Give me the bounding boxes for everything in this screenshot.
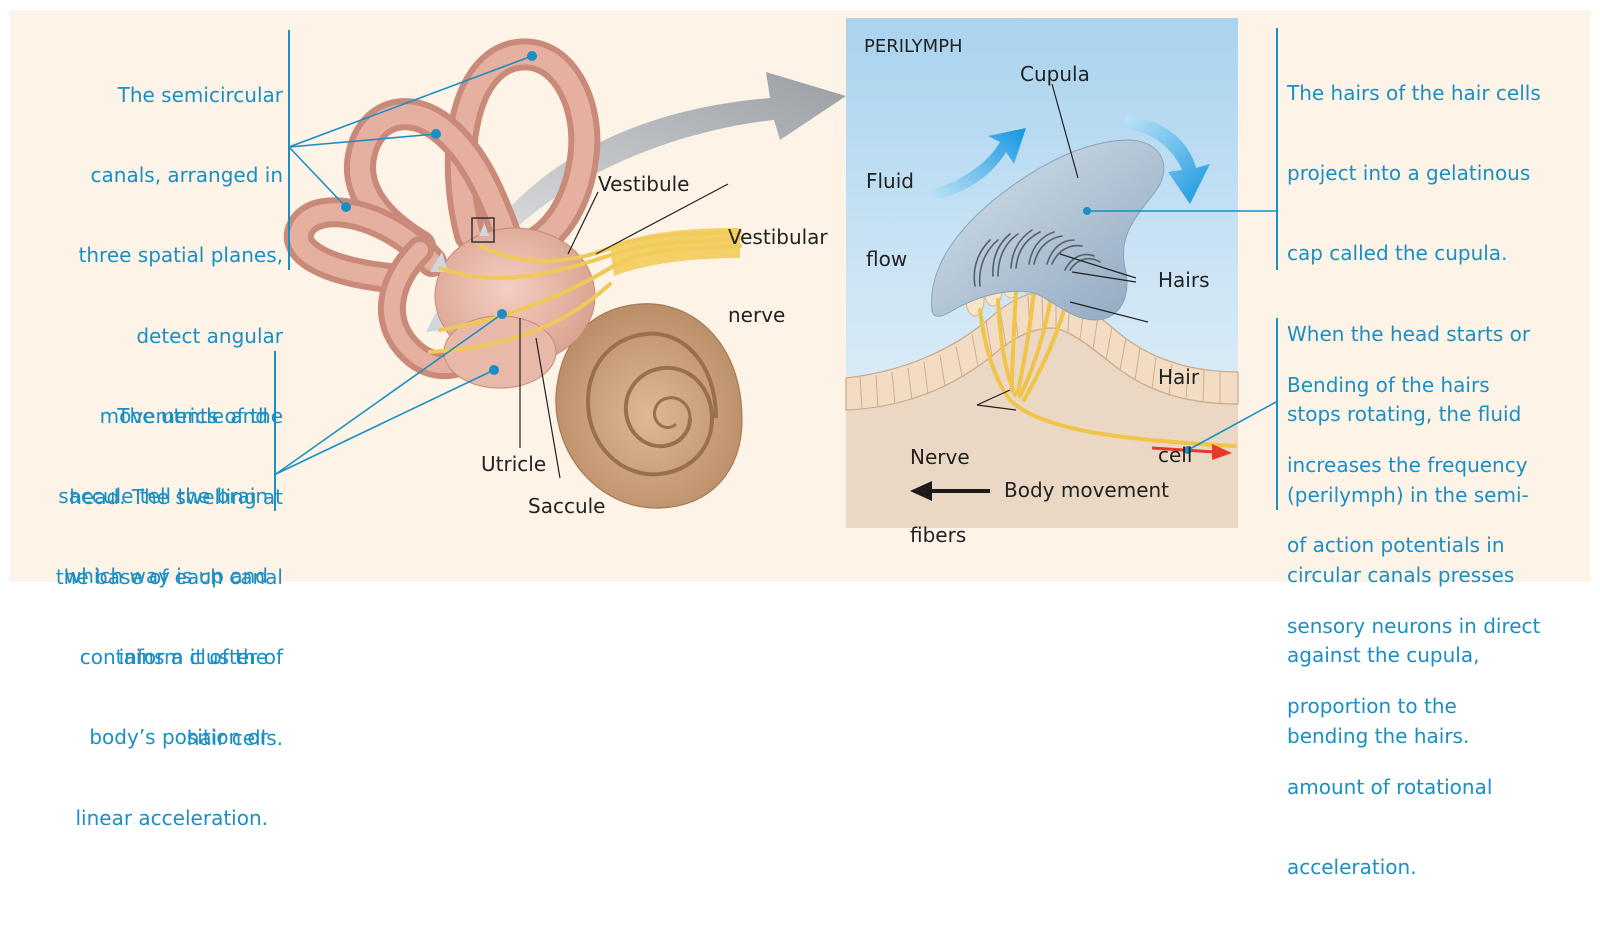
callout-bracket xyxy=(274,351,276,511)
callout-line: three spatial planes, xyxy=(78,243,283,268)
nerve-fibers-label-line: Nerve xyxy=(910,445,970,469)
callout-line: proportion to the xyxy=(1287,694,1457,719)
bending-hairs-callout: Bending of the hairs increases the frequ… xyxy=(1287,318,1577,934)
callout-line: inform it of the xyxy=(118,644,268,669)
utricle-label: Utricle xyxy=(481,452,547,476)
zoom-arrow xyxy=(500,72,846,228)
cochlea xyxy=(555,303,743,509)
fluid-flow-arrow-up xyxy=(932,128,1026,200)
utricle-saccule-callout: The utricle and saccule tell the brain w… xyxy=(30,349,268,885)
callout-line: sensory neurons in direct xyxy=(1287,613,1541,638)
fluid-flow-arrow-down xyxy=(1125,116,1210,204)
callout-line: the base of each canal xyxy=(55,564,283,589)
hair-cell-label-line: Hair xyxy=(1158,365,1200,389)
callout-line: circular canals presses xyxy=(1287,562,1515,587)
callout-line: The utricle and xyxy=(117,403,268,428)
body-movement-label: Body movement xyxy=(1004,478,1170,502)
callout-line: cap called the cupula. xyxy=(1287,241,1508,266)
callout-line: of action potentials in xyxy=(1287,533,1505,558)
hair-cell-label: Hair cell xyxy=(1158,312,1199,520)
callout-line: acceleration. xyxy=(1287,854,1417,879)
saccule-label: Saccule xyxy=(528,494,606,518)
perilymph-panel xyxy=(845,18,1239,528)
callout-line: canals, arranged in xyxy=(90,162,283,187)
vestibular-nerve-label: Vestibular nerve xyxy=(728,172,828,380)
vestibular-nerve-label-line: nerve xyxy=(728,303,786,327)
nerve-fibers-label: Nerve fibers xyxy=(910,392,970,600)
nerve-fibers-label-line: fibers xyxy=(910,523,967,547)
callout-bracket xyxy=(288,30,290,270)
vestibule-label: Vestibule xyxy=(598,172,690,196)
callout-line: which way is up and xyxy=(64,564,268,589)
callout-line: The semicircular xyxy=(117,82,283,107)
callout-line: linear acceleration. xyxy=(75,805,269,830)
inner-ear-illustration xyxy=(275,38,743,509)
callout-line: saccule tell the brain xyxy=(58,483,268,508)
hairs-label: Hairs xyxy=(1158,268,1210,292)
action-potential-arrow xyxy=(1151,446,1216,454)
hair-cell-label-line: cell xyxy=(1158,443,1193,467)
fluid-flow-label-line: flow xyxy=(866,247,908,271)
callout-line: The hairs of the hair cells xyxy=(1287,80,1541,105)
callout-line: detect angular xyxy=(136,323,283,348)
vestibular-nerve-label-line: Vestibular xyxy=(728,225,828,249)
callout-line: When the head starts or xyxy=(1287,321,1531,346)
callout-line: head. The swelling at xyxy=(69,484,283,509)
callout-line: amount of rotational xyxy=(1287,774,1493,799)
callout-line: movements of the xyxy=(99,404,283,429)
diagram-canvas: The semicircular canals, arranged in thr… xyxy=(10,10,1590,879)
semicircular-canals-callout: The semicircular canals, arranged in thr… xyxy=(30,28,283,805)
detail-box xyxy=(471,217,495,243)
callout-line: project into a gelatinous xyxy=(1287,160,1531,185)
cupula-label: Cupula xyxy=(1020,62,1090,86)
callout-line: body’s position or xyxy=(89,725,268,750)
diagram-drawing xyxy=(275,18,1239,528)
callout-bracket xyxy=(1276,318,1278,510)
callout-line: Bending of the hairs xyxy=(1287,372,1490,397)
callout-line: increases the frequency xyxy=(1287,452,1528,477)
perilymph-label: PERILYMPH xyxy=(864,36,963,57)
callout-bracket xyxy=(1276,28,1278,270)
fluid-flow-label-line: Fluid xyxy=(866,169,914,193)
fluid-flow-label: Fluid flow xyxy=(866,116,914,324)
callout-line: (perilymph) in the semi- xyxy=(1287,482,1529,507)
callout-line: stops rotating, the fluid xyxy=(1287,402,1522,427)
